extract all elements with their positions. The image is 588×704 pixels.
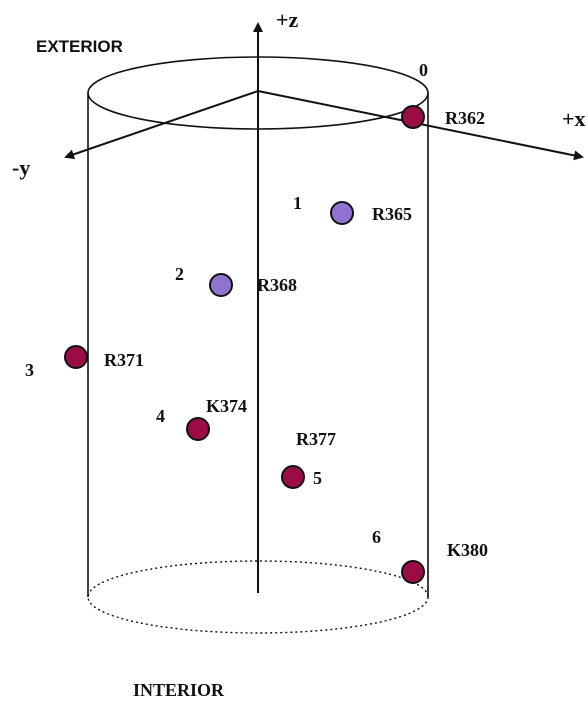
residue-r377: 5 R377 — [281, 429, 336, 489]
residue-index-label: 0 — [419, 60, 428, 80]
residue-index-label: 6 — [372, 527, 381, 547]
y-axis-label: -y — [12, 155, 30, 180]
residue-index-label: 4 — [156, 406, 165, 426]
x-axis-label: +x — [562, 106, 586, 131]
residue-name-label: R368 — [257, 275, 297, 295]
residue-name-label: R371 — [104, 350, 144, 370]
residue-index-label: 3 — [25, 360, 34, 380]
residue-marker — [330, 201, 354, 225]
residue-r371: 3 R371 — [25, 345, 144, 380]
interior-label: INTERIOR — [133, 680, 225, 699]
axes — [64, 22, 584, 593]
residue-marker — [401, 105, 425, 129]
residue-name-label: R362 — [445, 108, 485, 128]
residue-marker — [64, 345, 88, 369]
residue-name-label: K380 — [447, 540, 488, 560]
y-axis-line — [64, 90, 259, 160]
residue-name-label: R377 — [296, 429, 336, 449]
cylinder-bottom-ellipse — [87, 560, 429, 634]
residue-name-label: R365 — [372, 204, 412, 224]
z-axis-label: +z — [276, 7, 299, 32]
residue-name-label: K374 — [206, 396, 247, 416]
residue-index-label: 2 — [175, 264, 184, 284]
residue-marker — [281, 465, 305, 489]
residue-marker — [186, 417, 210, 441]
residue-index-label: 1 — [293, 193, 302, 213]
residue-marker — [209, 273, 233, 297]
residue-k374: 4 K374 — [156, 396, 247, 441]
exterior-label: EXTERIOR — [36, 37, 123, 56]
residue-marker — [401, 560, 425, 584]
residue-index-label: 5 — [313, 468, 322, 488]
